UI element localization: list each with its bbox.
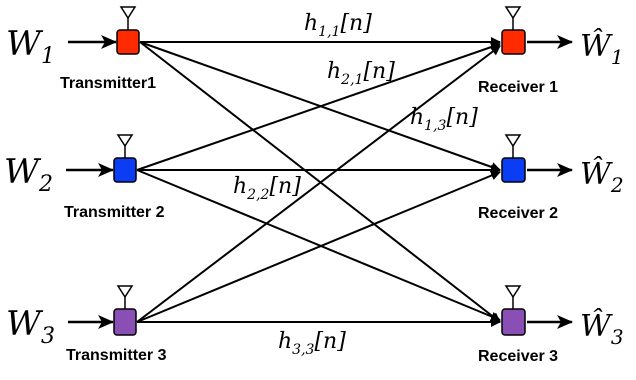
antenna-icon bbox=[504, 134, 522, 158]
receiver-3-label: Receiver 3 bbox=[478, 348, 558, 365]
antennas bbox=[116, 6, 522, 309]
antenna-icon bbox=[504, 285, 522, 309]
channel-label-h22: h2,2[n] bbox=[233, 174, 301, 203]
transmitter-1-label: Transmitter1 bbox=[60, 75, 156, 92]
input-arrows bbox=[66, 35, 117, 329]
transmitter-1-node bbox=[116, 29, 140, 55]
receiver-2-node bbox=[501, 157, 526, 183]
antenna-icon bbox=[116, 285, 134, 309]
transmitter-2-node bbox=[113, 157, 137, 183]
antenna-icon bbox=[116, 134, 134, 158]
input-symbol-1: W1 bbox=[6, 24, 55, 69]
transmitter-3-label: Transmitter 3 bbox=[66, 347, 167, 364]
transmitter-2-label: Transmitter 2 bbox=[64, 204, 165, 221]
channel-links bbox=[136, 37, 501, 327]
transmitter-3-node bbox=[113, 308, 137, 336]
input-symbol-2: W2 bbox=[4, 152, 53, 197]
channel-label-h33: h3,3[n] bbox=[278, 329, 346, 358]
output-arrows bbox=[527, 35, 573, 329]
receiver-3-node bbox=[501, 308, 526, 336]
link-t3-r1 bbox=[136, 45, 501, 323]
output-symbol-3: Ŵ3 bbox=[580, 308, 624, 349]
input-symbol-3: W3 bbox=[6, 304, 55, 349]
link-t2-r1 bbox=[136, 42, 501, 171]
receiver-2-label: Receiver 2 bbox=[478, 205, 558, 222]
channel-label-h21: h2,1[n] bbox=[327, 59, 395, 88]
output-symbol-2: Ŵ2 bbox=[580, 156, 624, 197]
antenna-icon bbox=[504, 6, 522, 30]
output-symbol-1: Ŵ1 bbox=[580, 28, 624, 69]
link-t2-r3 bbox=[136, 169, 501, 322]
channel-label-h11: h1,1[n] bbox=[304, 11, 372, 40]
link-t3-r2 bbox=[136, 170, 501, 323]
channel-label-h13: h1,3[n] bbox=[410, 105, 478, 134]
receiver-1-node bbox=[501, 29, 526, 55]
receiver-1-label: Receiver 1 bbox=[478, 79, 558, 96]
nodes bbox=[113, 29, 526, 336]
antenna-icon bbox=[119, 6, 137, 30]
